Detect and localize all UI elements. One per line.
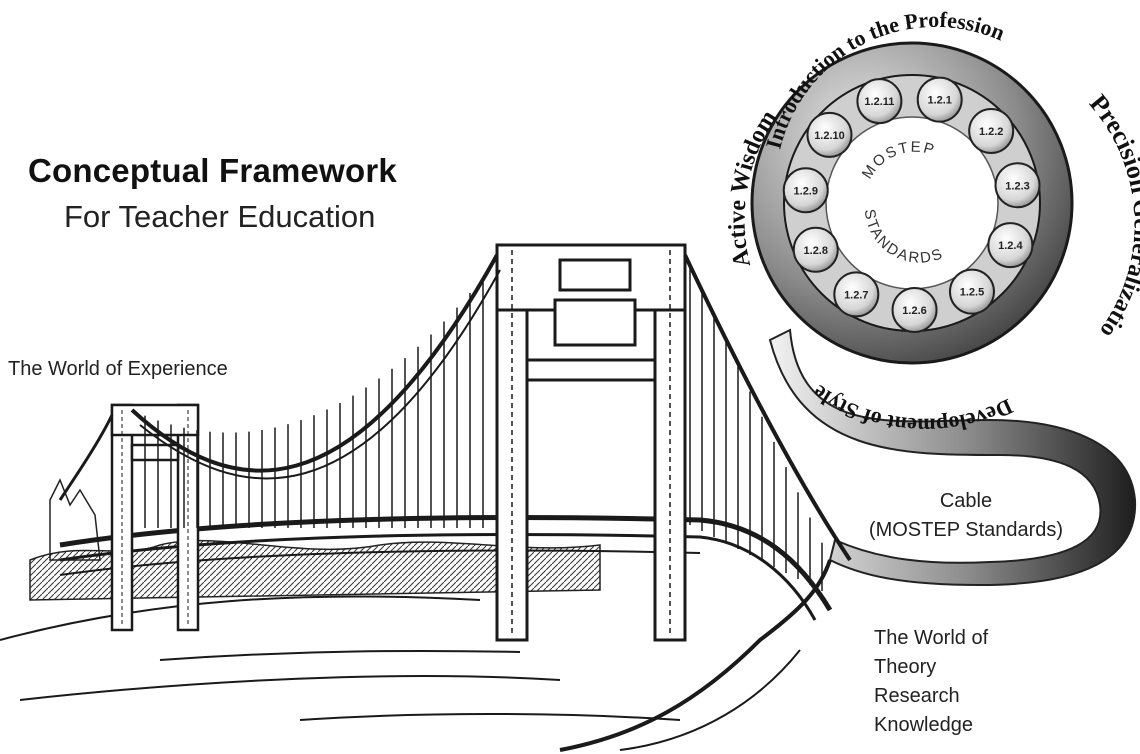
bridge-deck: [59, 515, 833, 621]
standard-bead-1-2-11: 1.2.11: [856, 78, 903, 125]
theory-line: Theory: [874, 656, 937, 678]
world-of-theory-label: The World of Theory Research Knowledge: [874, 624, 988, 740]
svg-text:1.2.2: 1.2.2: [979, 126, 1003, 138]
standard-bead-1-2-6: 1.2.6: [891, 286, 938, 333]
theory-line: Research: [874, 685, 960, 707]
svg-text:1.2.11: 1.2.11: [864, 96, 894, 108]
svg-text:1.2.4: 1.2.4: [998, 240, 1023, 252]
svg-text:1.2.10: 1.2.10: [814, 130, 845, 142]
theory-line: Knowledge: [874, 714, 973, 736]
standards-beads: 1.2.1 1.2.2 1.2.3 1.2.4 1.2.5 1.2.6 1.2.7 1.2.8…: [782, 76, 1041, 333]
suspension-cables: [58, 254, 852, 562]
svg-text:1.2.9: 1.2.9: [794, 185, 818, 197]
standard-bead-1-2-10: 1.2.10: [806, 111, 853, 158]
arc-precision-label: Precision: [1084, 89, 1140, 196]
standard-bead-1-2-2: 1.2.2: [968, 108, 1015, 155]
standard-bead-1-2-3: 1.2.3: [994, 162, 1041, 209]
river-lines: [0, 559, 832, 752]
cable-label-line2: (MOSTEP Standards): [868, 519, 1064, 541]
hanger-cables: [144, 265, 823, 591]
svg-text:1.2.6: 1.2.6: [902, 305, 926, 317]
standard-bead-1-2-7: 1.2.7: [833, 271, 880, 318]
standard-bead-1-2-4: 1.2.4: [987, 222, 1034, 269]
world-of-experience-label: The World of Experience: [8, 358, 228, 380]
svg-text:1.2.5: 1.2.5: [960, 287, 984, 299]
page-title: Conceptual Framework: [28, 152, 397, 189]
standard-bead-1-2-8: 1.2.8: [792, 226, 839, 273]
theory-line: The World of: [874, 627, 989, 649]
standard-bead-1-2-9: 1.2.9: [782, 167, 829, 214]
page-subtitle: For Teacher Education: [64, 199, 376, 234]
svg-text:1.2.1: 1.2.1: [927, 95, 951, 107]
svg-text:1.2.7: 1.2.7: [844, 289, 868, 301]
svg-text:1.2.8: 1.2.8: [804, 245, 828, 257]
standard-bead-1-2-5: 1.2.5: [948, 268, 995, 315]
cable-band: [768, 328, 1137, 587]
cable-label-line1: Cable: [939, 490, 993, 512]
svg-text:1.2.3: 1.2.3: [1005, 180, 1029, 192]
cable-label: Cable (MOSTEP Standards): [848, 487, 1084, 545]
near-tower: [495, 243, 687, 642]
standard-bead-1-2-1: 1.2.1: [916, 76, 963, 123]
